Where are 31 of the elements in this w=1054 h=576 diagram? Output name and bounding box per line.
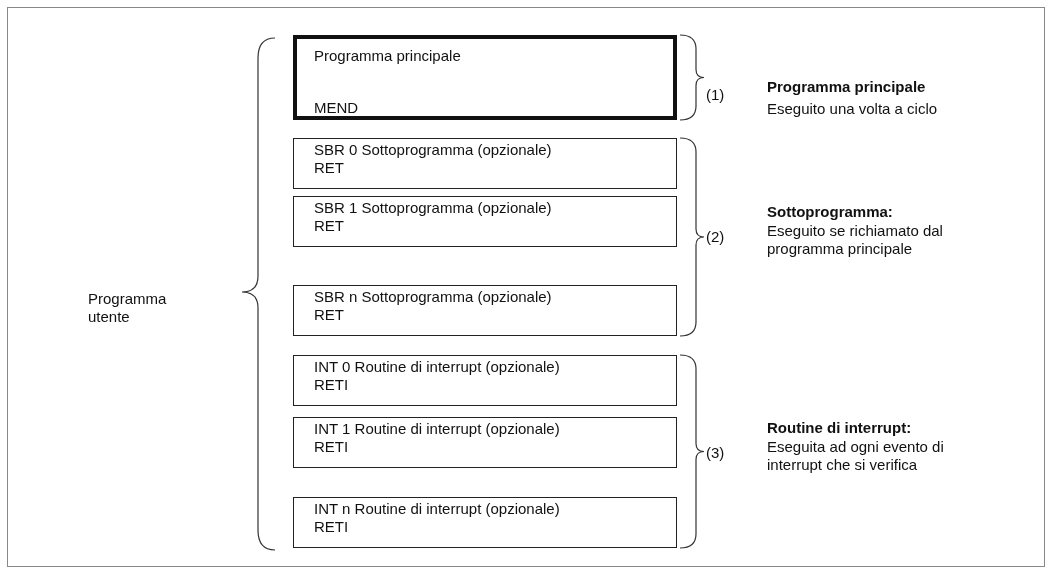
block-title: SBR 0 Sottoprogramma (opzionale) <box>314 141 553 159</box>
subroutine-box <box>293 285 677 336</box>
main-program-box <box>293 35 677 120</box>
description-text: Eseguito se richiamato dal programma principale <box>767 222 944 258</box>
subroutine-box <box>293 196 677 247</box>
end-instruction: RETI <box>314 438 350 456</box>
section-heading: Programma principale <box>767 78 927 96</box>
block-title: INT n Routine di interrupt (opzionale) <box>314 500 561 518</box>
interrupt-routine-box <box>293 497 677 548</box>
end-instruction: RETI <box>314 376 350 394</box>
program-label: Programma utente <box>88 290 168 326</box>
block-title: SBR 1 Sottoprogramma (opzionale) <box>314 199 553 217</box>
subroutine-box <box>293 138 677 189</box>
block-title: SBR n Sottoprogramma (opzionale) <box>314 288 553 306</box>
interrupt-routine-box <box>293 417 677 468</box>
block-title: INT 1 Routine di interrupt (opzionale) <box>314 420 561 438</box>
end-instruction: RET <box>314 306 345 324</box>
interrupt-routine-box <box>293 355 677 406</box>
description-text: Eseguito una volta a ciclo <box>767 100 939 118</box>
end-instruction: RET <box>314 159 345 177</box>
callout-number: (1) <box>706 86 726 104</box>
callout-number: (3) <box>706 444 726 462</box>
end-instruction: RETI <box>314 518 350 536</box>
block-title: Programma principale <box>314 47 462 65</box>
callout-number: (2) <box>706 228 726 246</box>
section-heading: Sottoprogramma: <box>767 203 894 221</box>
end-instruction: RET <box>314 217 345 235</box>
end-instruction: MEND <box>314 99 360 117</box>
description-text: Eseguita ad ogni evento di interrupt che si verifica <box>767 438 945 474</box>
block-title: INT 0 Routine di interrupt (opzionale) <box>314 358 561 376</box>
section-heading: Routine di interrupt: <box>767 419 913 437</box>
